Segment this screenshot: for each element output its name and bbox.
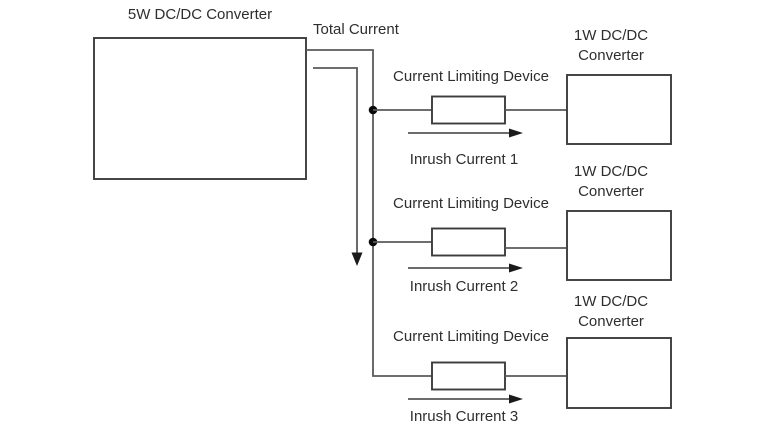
branch1-converter-1w-label: 1W DC/DC Converter (551, 26, 671, 66)
converter-5w-box (93, 37, 307, 180)
branch2-converter-1w-box (566, 210, 672, 281)
total-current-label: Total Current (313, 21, 399, 38)
branch3-device-label: Current Limiting Device (393, 328, 549, 345)
main-rail-wire (306, 49, 432, 377)
branch2-inrush-label: Inrush Current 2 (409, 278, 519, 295)
branch1-converter-1w-box (566, 74, 672, 145)
branch1-converter-1w-label-line2: Converter (578, 47, 644, 64)
branch1-current-limiting-device-box (431, 95, 506, 125)
branch3-converter-1w-label: 1W DC/DC Converter (551, 292, 671, 332)
branch2-device-label: Current Limiting Device (393, 195, 549, 212)
branch3-inrush-arrowhead (509, 394, 523, 404)
branch2-converter-1w-label-line2: Converter (578, 183, 644, 200)
branch3-converter-1w-label-line1: 1W DC/DC (573, 293, 649, 310)
total-current-feeder-wire (313, 67, 358, 253)
branch3-converter-1w-label-line2: Converter (578, 313, 644, 330)
branch3-converter-1w-box (566, 337, 672, 409)
converter-5w-label: 5W DC/DC Converter (127, 6, 273, 23)
total-current-down-arrowhead (351, 252, 363, 266)
branch1-inrush-arrowhead (509, 128, 523, 138)
branch1-converter-1w-label-line1: 1W DC/DC (573, 27, 649, 44)
branch1-inrush-label: Inrush Current 1 (409, 151, 519, 168)
branch2-inrush-arrowhead (509, 263, 523, 273)
branch2-current-limiting-device-box (431, 227, 506, 257)
branch3-inrush-label: Inrush Current 3 (409, 408, 519, 425)
branch2-converter-1w-label-line1: 1W DC/DC (573, 163, 649, 180)
branch1-device-label: Current Limiting Device (393, 68, 549, 85)
branch3-current-limiting-device-box (431, 361, 506, 391)
branch2-converter-1w-label: 1W DC/DC Converter (551, 162, 671, 202)
